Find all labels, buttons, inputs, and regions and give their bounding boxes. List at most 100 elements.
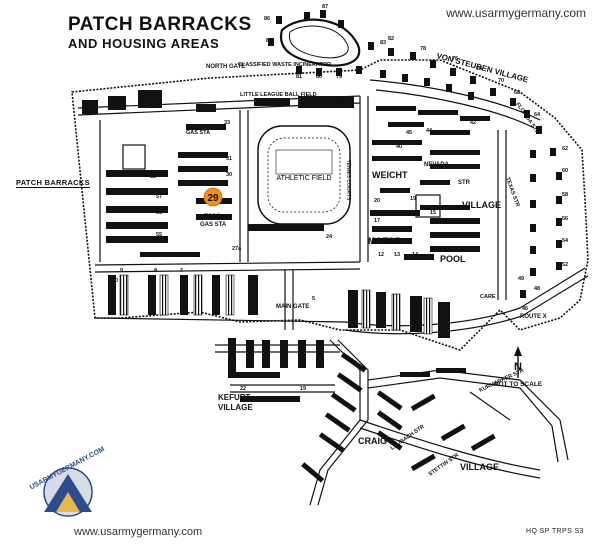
svg-text:24: 24 [326, 234, 333, 240]
svg-text:5: 5 [312, 296, 315, 302]
svg-text:14: 14 [412, 252, 419, 258]
label-esso-gas: GAS STA [200, 222, 227, 228]
north-letter: N [514, 361, 522, 373]
label-str: STR [458, 180, 471, 186]
label-classified-waste: CLASSIFIED WASTE INCINERATOR [238, 62, 331, 68]
von-steuben-buildings [376, 106, 490, 135]
svg-text:88: 88 [82, 102, 88, 108]
svg-text:45: 45 [406, 130, 412, 136]
label-kefurt: KEFURT [218, 393, 251, 402]
svg-text:44: 44 [426, 128, 433, 134]
svg-text:74: 74 [476, 66, 483, 72]
von-steuben-loop-road [279, 18, 361, 67]
url-bottom-link[interactable]: www.usarmygermany.com [74, 526, 203, 538]
label-von-steuben: VON STEUBEN VILLAGE [435, 51, 529, 84]
svg-text:82: 82 [388, 36, 394, 42]
svg-text:78: 78 [420, 46, 426, 52]
svg-text:30: 30 [226, 172, 232, 178]
svg-text:49: 49 [518, 276, 524, 282]
motor-pool-buildings [370, 210, 480, 260]
map-title: PATCH BARRACKS [68, 14, 252, 35]
south-warehouses [108, 275, 450, 338]
marker-29-label: 29 [207, 193, 219, 204]
label-kefurt-village: VILLAGE [218, 403, 253, 412]
svg-text:42: 42 [470, 120, 476, 126]
svg-text:85: 85 [266, 38, 272, 44]
svg-text:60: 60 [562, 168, 568, 174]
scale-note: NOT TO SCALE [494, 381, 543, 388]
perimeter-fence [71, 59, 589, 351]
url-top-link[interactable]: www.usarmygermany.com [446, 6, 586, 20]
svg-text:52: 52 [562, 262, 568, 268]
building-square-west [122, 144, 146, 170]
area-label-patch-barracks: PATCH BARRACKS [16, 178, 90, 188]
svg-text:68: 68 [514, 90, 520, 96]
svg-text:19: 19 [410, 196, 416, 202]
label-athletic-field: ATHLETIC FIELD [276, 175, 331, 182]
svg-text:76: 76 [452, 56, 458, 62]
svg-text:13: 13 [394, 252, 400, 258]
label-care: CARE [480, 294, 496, 300]
label-weicht-village: VILLAGE [462, 200, 501, 210]
loop-road-inner [288, 25, 349, 59]
svg-text:9: 9 [120, 268, 123, 274]
svg-text:83: 83 [380, 40, 386, 46]
label-craig: CRAIG [358, 436, 387, 446]
svg-text:86: 86 [264, 16, 270, 22]
svg-text:57: 57 [156, 194, 162, 200]
label-pool: POOL [440, 254, 466, 264]
north-arrow: N [514, 346, 522, 378]
svg-text:64: 64 [534, 112, 541, 118]
svg-text:56: 56 [562, 216, 568, 222]
svg-text:8: 8 [154, 268, 157, 274]
svg-text:22: 22 [240, 386, 246, 392]
svg-text:58: 58 [562, 192, 568, 198]
label-tennis-courts: TENNIS COURTS [345, 160, 351, 201]
craig-village-buildings [301, 352, 496, 483]
marker-29-circle[interactable] [203, 187, 223, 207]
site-logo[interactable]: USARMYGERMANY.COM [29, 446, 106, 517]
svg-text:62: 62 [562, 146, 568, 152]
svg-text:20: 20 [374, 198, 380, 204]
svg-text:10: 10 [112, 278, 118, 284]
svg-text:23: 23 [228, 351, 234, 357]
building-numbers: 20 19 16 17 15 13 12 14 23 22 19 27a 55 … [82, 4, 569, 392]
buildings-north-west [82, 90, 290, 114]
svg-text:6: 6 [250, 278, 253, 284]
internal-roads [77, 79, 589, 335]
von-steuben-houses [268, 10, 562, 298]
svg-text:80: 80 [316, 74, 322, 80]
label-esso: ESSO [204, 214, 221, 220]
svg-text:31: 31 [226, 156, 232, 162]
svg-text:7: 7 [180, 268, 183, 274]
svg-text:40: 40 [396, 144, 402, 150]
kefurt-village-buildings [228, 338, 324, 402]
svg-text:55: 55 [156, 232, 162, 238]
south-warehouses-hatched [119, 274, 433, 335]
label-little-league: LITTLE LEAGUE BALL FIELD [240, 92, 317, 98]
svg-text:15: 15 [430, 210, 436, 216]
svg-text:81: 81 [296, 74, 302, 80]
svg-text:70: 70 [498, 78, 504, 84]
label-craig-village: VILLAGE [460, 462, 499, 472]
map-subtitle: AND HOUSING AREAS [68, 36, 220, 51]
svg-text:49: 49 [110, 99, 116, 105]
label-motor: MOTOR [368, 236, 402, 246]
svg-text:33: 33 [224, 120, 230, 126]
label-nevada: NEVADA [424, 162, 450, 168]
label-weicht: WEICHT [372, 170, 408, 180]
svg-text:46: 46 [522, 306, 528, 312]
svg-text:25: 25 [340, 100, 346, 106]
svg-text:87: 87 [322, 4, 328, 10]
svg-text:17: 17 [374, 218, 380, 224]
svg-text:28: 28 [226, 198, 232, 204]
svg-text:12: 12 [378, 252, 384, 258]
building-25 [298, 96, 354, 108]
label-main-gate: MAIN GATE [276, 304, 309, 310]
svg-text:16: 16 [410, 212, 416, 218]
svg-text:54: 54 [562, 238, 569, 244]
svg-text:56: 56 [156, 210, 162, 216]
label-route-x: ROUTE X [520, 314, 547, 320]
